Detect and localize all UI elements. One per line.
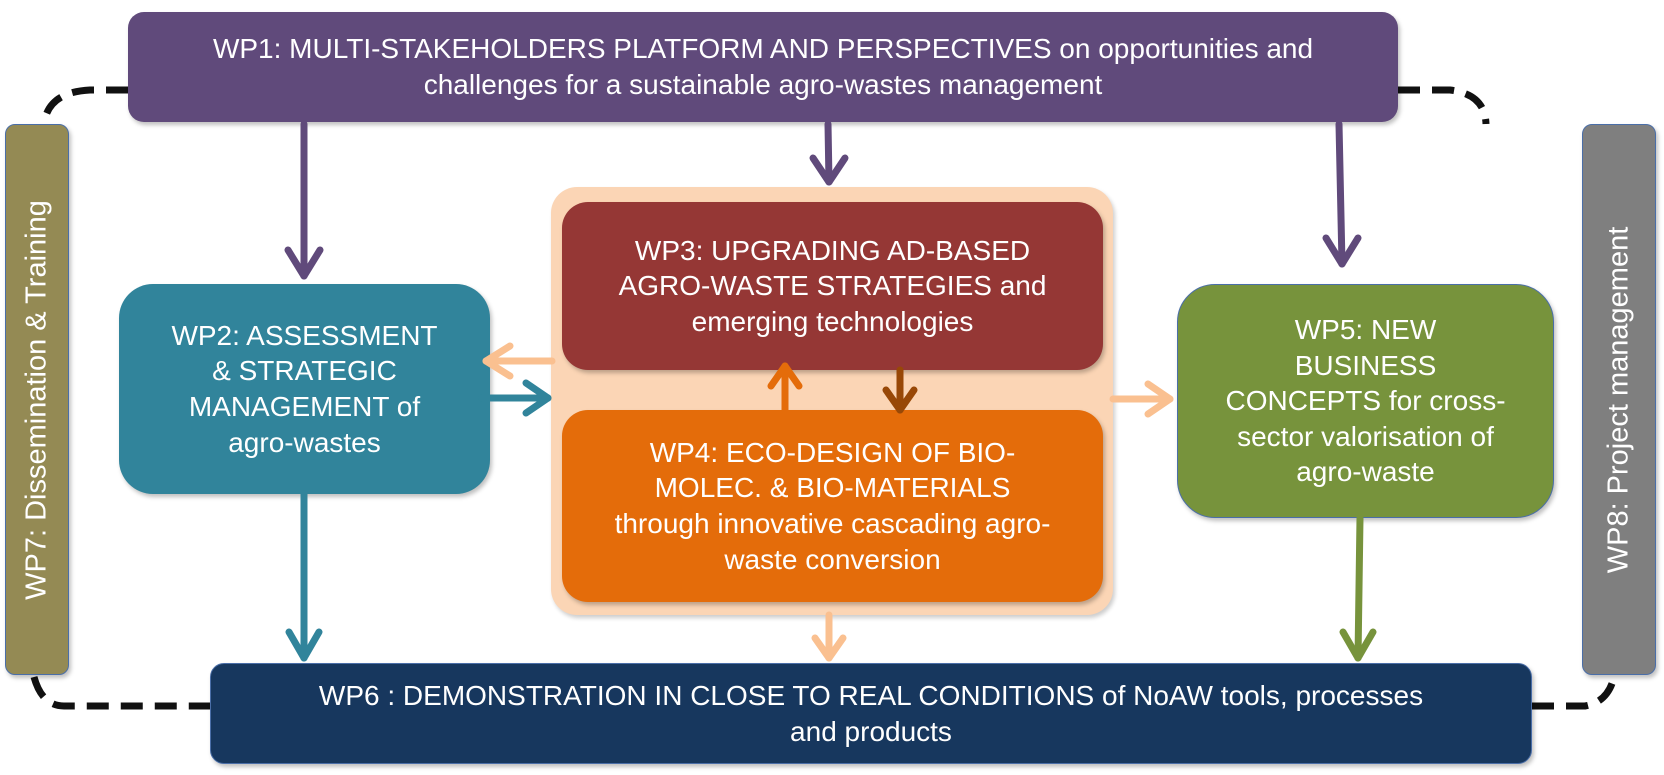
wp4-box[interactable]: WP4: ECO-DESIGN OF BIO- MOLEC. & BIO-MAT…	[562, 410, 1103, 602]
arrow-wp1-to-group	[809, 120, 849, 186]
wp1-label: WP1: MULTI-STAKEHOLDERS PLATFORM AND PER…	[212, 33, 1314, 100]
wp4-label: WP4: ECO-DESIGN OF BIO- MOLEC. & BIO-MAT…	[614, 436, 1051, 575]
dashed-loop-bottom-left	[30, 675, 210, 710]
arrow-wp4-to-wp3	[767, 362, 803, 414]
wp6-label: WP6 : DEMONSTRATION IN CLOSE TO REAL CON…	[318, 679, 1424, 747]
arrow-wp2-to-group	[478, 379, 552, 417]
wp2-label: WP2: ASSESSMENT & STRATEGIC MANAGEMENT o…	[171, 319, 438, 458]
wp2-box[interactable]: WP2: ASSESSMENT & STRATEGIC MANAGEMENT o…	[119, 284, 490, 494]
arrow-group-to-wp2	[482, 342, 556, 380]
arrow-group-to-wp6	[811, 611, 847, 662]
arrow-wp3-to-wp4	[882, 366, 918, 414]
wp1-box[interactable]: WP1: MULTI-STAKEHOLDERS PLATFORM AND PER…	[128, 12, 1398, 122]
arrow-wp1-to-wp2	[284, 120, 324, 280]
arrow-wp1-to-wp5	[1322, 120, 1362, 268]
arrow-group-to-wp5	[1109, 380, 1174, 418]
wp3-label: WP3: UPGRADING AD-BASED AGRO-WASTE STRAT…	[618, 234, 1047, 337]
wp3-box[interactable]: WP3: UPGRADING AD-BASED AGRO-WASTE STRAT…	[562, 202, 1103, 370]
wp7-box[interactable]: WP7: Dissemination & Training	[5, 124, 69, 675]
arrow-wp5-to-wp6	[1339, 514, 1377, 662]
dashed-loop-top-left	[40, 86, 128, 125]
wp5-box[interactable]: WP5: NEW BUSINESS CONCEPTS for cross- se…	[1177, 284, 1554, 518]
wp8-box[interactable]: WP8: Project management	[1582, 124, 1656, 675]
arrow-wp2-to-wp6	[285, 490, 323, 662]
wp6-box[interactable]: WP6 : DEMONSTRATION IN CLOSE TO REAL CON…	[210, 663, 1532, 764]
wp5-label: WP5: NEW BUSINESS CONCEPTS for cross- se…	[1225, 314, 1506, 488]
dashed-loop-bottom-right	[1532, 676, 1618, 710]
dashed-loop-top-right	[1398, 86, 1490, 125]
